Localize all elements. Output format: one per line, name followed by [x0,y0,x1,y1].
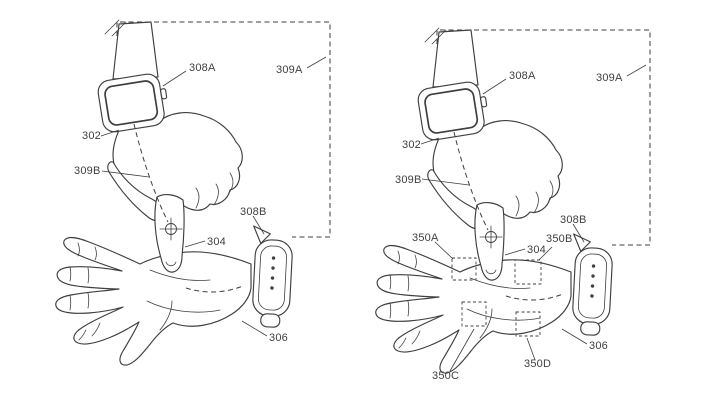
panel-right-extras [434,241,553,372]
ref-label-304-right: 304 [527,244,546,256]
ref-label-308a-right: 308A [509,70,536,82]
ref-label-350d-right: 350D [524,358,552,370]
ref-label-304-left: 304 [207,236,226,248]
ref-label-302-left: 302 [82,130,101,142]
ref-label-308a-left: 308A [189,62,216,74]
ref-label-302-right: 302 [402,139,421,151]
ref-label-350a-right: 350A [412,232,439,244]
touch-zone-box-350b [514,259,542,285]
ref-label-308b-left: 308B [240,206,267,218]
ref-label-306-left: 306 [269,332,288,344]
ref-label-306-right: 306 [589,340,608,352]
ref-label-309a-left: 309A [276,64,303,76]
ref-label-308b-right: 308B [560,214,587,226]
leader-lines-350 [434,241,553,372]
touch-zone-box-350c [461,301,487,327]
ref-label-309b-left: 309B [74,165,101,177]
ref-label-309b-right: 309B [395,174,422,186]
ref-label-309a-right: 309A [596,72,623,84]
ref-label-350b-right: 350B [546,233,573,245]
ref-label-350c-right: 350C [432,370,460,382]
touch-zone-box-350a [451,257,477,281]
touch-zone-box-350d [515,311,541,337]
